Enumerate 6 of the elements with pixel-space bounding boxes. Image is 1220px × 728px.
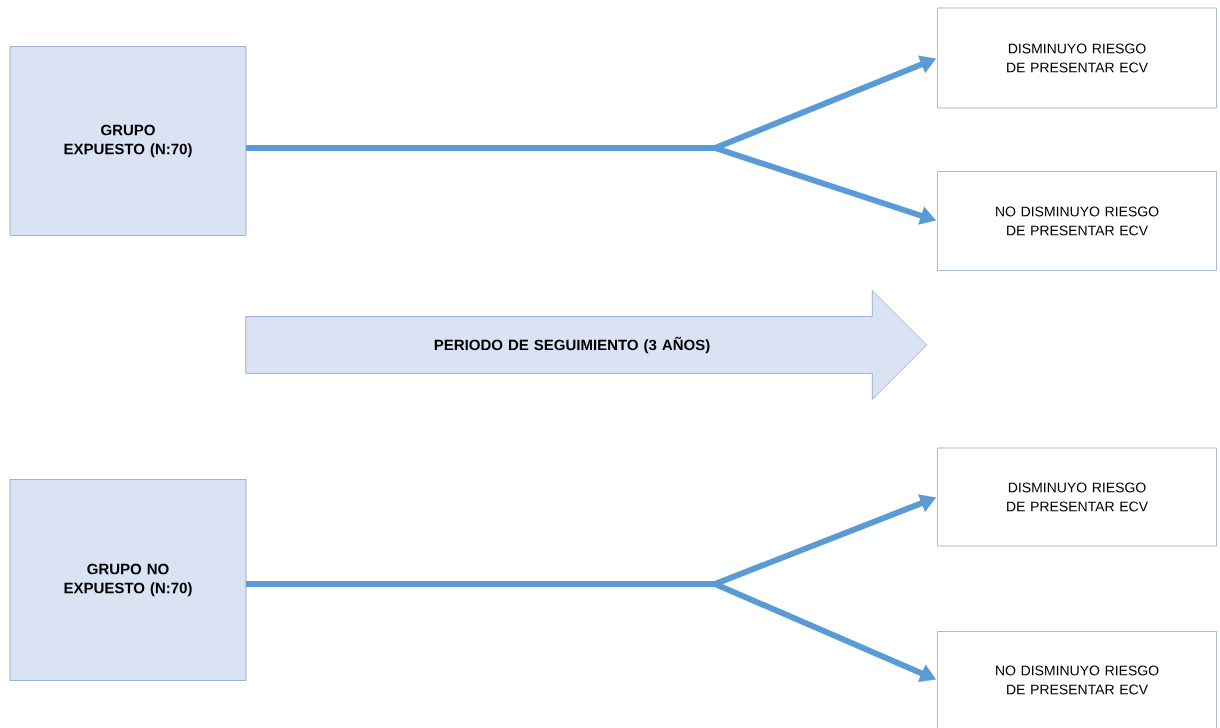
outcome-box: DISMINUYO RIESGO DE PRESENTAR ECV — [937, 7, 1217, 109]
group-box: GRUPO EXPUESTO (N:70) — [9, 46, 247, 236]
outcome-box: NO DISMINUYO RIESGO DE PRESENTAR ECV — [937, 631, 1217, 728]
group-box: GRUPO NO EXPUESTO (N:70) — [9, 479, 247, 681]
outcome-box: DISMINUYO RIESGO DE PRESENTAR ECV — [937, 447, 1217, 547]
outcome-box: NO DISMINUYO RIESGO DE PRESENTAR ECV — [937, 171, 1217, 271]
